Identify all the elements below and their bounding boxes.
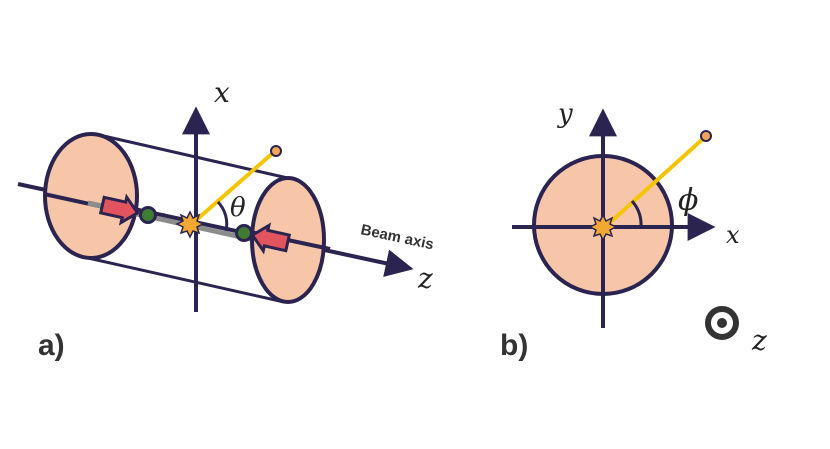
cylinder-top-edge [94, 132, 293, 181]
panel-b-label: b) [500, 329, 528, 362]
outgoing-track-a [192, 150, 276, 224]
panel-a: x z θ Beam axis a) [17, 76, 435, 362]
proton-left [139, 206, 157, 224]
proton-arrow-right [250, 222, 292, 255]
proton-arrow-left [98, 193, 140, 226]
x-axis-label-a: x [214, 76, 230, 109]
x-axis-label-b: x [726, 221, 740, 249]
beam-axis-label: Beam axis [359, 221, 435, 253]
theta-arc [216, 200, 229, 232]
proton-right [235, 224, 253, 242]
track-endpoint-a [270, 145, 282, 157]
z-out-of-page-icon [705, 306, 739, 340]
track-endpoint-b [700, 130, 712, 142]
panel-b: y x ϕ z b) [500, 99, 767, 362]
cylinder-bottom-edge [87, 256, 285, 304]
outgoing-track-b [603, 135, 707, 229]
panel-a-label: a) [38, 329, 65, 362]
phi-label: ϕ [678, 183, 698, 218]
collision-vertex-b [588, 213, 618, 242]
phi-arc [630, 200, 643, 228]
collision-vertex-a [175, 210, 205, 239]
y-axis-label-b: y [557, 99, 573, 129]
theta-label: θ [230, 193, 246, 223]
z-axis-label-a: z [417, 262, 433, 295]
z-axis-label-b: z [751, 324, 767, 357]
